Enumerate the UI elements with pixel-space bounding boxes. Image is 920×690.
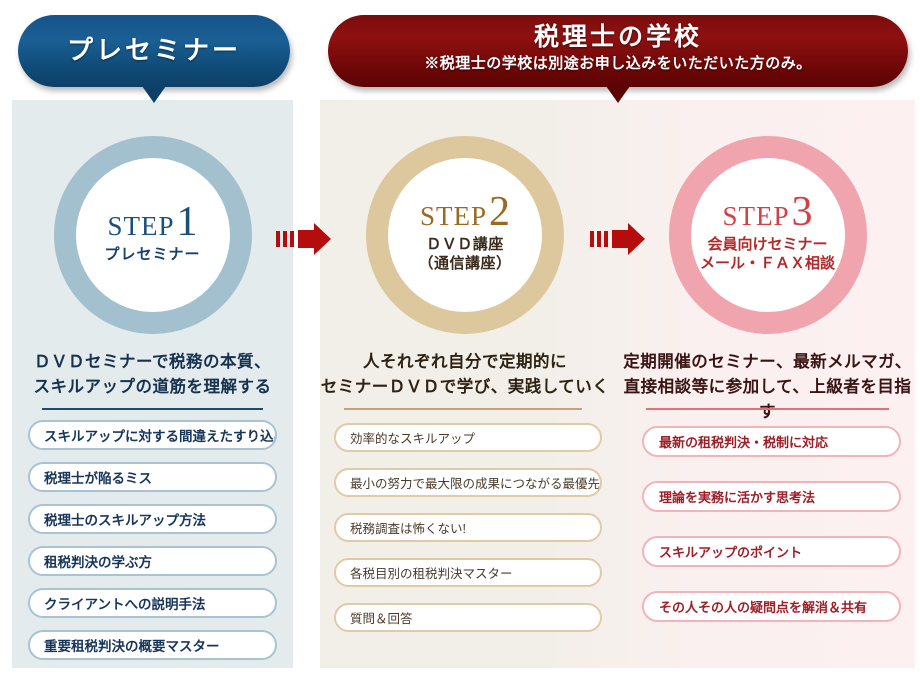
step2-lead-text: 人それぞれ自分で定期的に セミナーＤＶＤで学び、実践していく — [320, 350, 610, 400]
step2-lead-line: 人それぞれ自分で定期的に — [363, 352, 567, 371]
step3-lead-text: 定期開催のセミナー、最新メルマガ、 直接相談等に参加して、上級者を目指す — [620, 350, 915, 424]
banner-pre-seminar-title: プレセミナー — [66, 36, 241, 65]
step2-circle-subtitle-line: （通信講座） — [418, 256, 512, 272]
step2-circle-wrap: STEP 2 ＤＶＤ講座 （通信講座） — [366, 136, 564, 334]
step2-divider — [344, 408, 582, 410]
step1-heading: STEP 1 — [107, 198, 198, 245]
list-item[interactable]: 最新の租税判決・税制に対応 — [642, 426, 901, 457]
step3-circle: STEP 3 会員向けセミナー メール・ＦＡＸ相談 — [668, 136, 867, 334]
step2-item-list: 効率的なスキルアップ 最小の努力で最大限の成果につながる最優先事項 税務調査は怖… — [320, 423, 610, 648]
list-item[interactable]: 重要租税判決の概要マスター — [28, 630, 277, 660]
step3-circle-subtitle-line: 会員向けセミナー — [707, 237, 828, 254]
step3-circle-wrap: STEP 3 会員向けセミナー メール・ＦＡＸ相談 — [668, 136, 867, 334]
column-step3: STEP 3 会員向けセミナー メール・ＦＡＸ相談 定期開催のセミナー、最新メル… — [620, 100, 915, 668]
list-item[interactable]: 最小の努力で最大限の成果につながる最優先事項 — [334, 468, 602, 497]
step2-circle-subtitle-line: ＤＶＤ講座 — [426, 237, 504, 254]
column-step2: STEP 2 ＤＶＤ講座 （通信講座） 人それぞれ自分で定期的に セミナーＤＶＤ… — [320, 100, 610, 668]
list-item[interactable]: その人その人の疑問点を解消＆共有 — [642, 591, 901, 622]
step1-lead-text: ＤＶＤセミナーで税務の本質、 スキルアップの道筋を理解する — [12, 350, 293, 400]
step1-circle-wrap: STEP 1 プレセミナー — [53, 136, 252, 334]
list-item[interactable]: 税理士が陥るミス — [28, 462, 277, 492]
step3-divider — [646, 408, 889, 410]
list-item[interactable]: 理論を実務に活かす思考法 — [642, 481, 901, 512]
step1-lead-line: ＤＶＤセミナーで税務の本質、 — [33, 352, 271, 371]
banner-tax-school-title: 税理士の学校 — [533, 24, 702, 51]
step1-divider — [42, 408, 263, 410]
step2-lead-line: セミナーＤＶＤで学び、実践していく — [320, 376, 610, 396]
step3-item-list: 最新の租税判決・税制に対応 理論を実務に活かす思考法 スキルアップのポイント そ… — [620, 426, 915, 646]
step1-lead-line: スキルアップの道筋を理解する — [33, 376, 272, 396]
step3-circle-subtitle: 会員向けセミナー メール・ＦＡＸ相談 — [700, 236, 835, 274]
banner-tax-school-subtitle: ※税理士の学校は別途お申し込みをいただいた方のみ。 — [424, 56, 812, 72]
list-item[interactable]: 税務調査は怖くない! — [334, 513, 602, 542]
banner-pre-seminar: プレセミナー — [18, 15, 290, 87]
list-item[interactable]: スキルアップに対する間違えたすり込み — [28, 420, 277, 450]
banner-tax-school: 税理士の学校 ※税理士の学校は別途お申し込みをいただいた方のみ。 — [328, 15, 908, 87]
step3-circle-subtitle-line: メール・ＦＡＸ相談 — [699, 256, 835, 272]
step1-circle-subtitle: プレセミナー — [104, 246, 200, 265]
step2-circle-subtitle: ＤＶＤ講座 （通信講座） — [418, 236, 511, 274]
step2-step-word: STEP — [419, 201, 488, 232]
step3-lead-line: 直接相談等に参加して、上級者を目指す — [623, 376, 912, 421]
list-item[interactable]: 質問＆回答 — [334, 603, 602, 632]
step3-lead-line: 定期開催のセミナー、最新メルマガ、 — [623, 352, 912, 371]
step2-step-number: 2 — [489, 189, 511, 236]
column-step1: STEP 1 プレセミナー ＤＶＤセミナーで税務の本質、 スキルアップの道筋を理… — [12, 100, 293, 668]
step1-step-word: STEP — [107, 210, 175, 241]
right-arrow-icon — [590, 222, 646, 256]
list-item[interactable]: 税理士のスキルアップ方法 — [28, 504, 277, 534]
banner-pre-seminar-pointer — [142, 86, 166, 103]
banner-tax-school-pointer — [606, 86, 630, 103]
step3-step-word: STEP — [722, 201, 790, 232]
step1-circle: STEP 1 プレセミナー — [53, 136, 252, 334]
right-arrow-icon — [276, 222, 332, 256]
list-item[interactable]: 効率的なスキルアップ — [334, 423, 602, 452]
step1-item-list: スキルアップに対する間違えたすり込み 税理士が陥るミス 税理士のスキルアップ方法… — [12, 420, 293, 672]
list-item[interactable]: 租税判決の学ぶ方 — [28, 546, 277, 576]
list-item[interactable]: スキルアップのポイント — [642, 536, 901, 567]
list-item[interactable]: クライアントへの説明手法 — [28, 588, 277, 618]
list-item[interactable]: 各税目別の租税判決マスター — [334, 558, 602, 587]
step3-heading: STEP 3 — [722, 189, 813, 236]
step1-step-number: 1 — [176, 198, 198, 245]
step2-circle: STEP 2 ＤＶＤ講座 （通信講座） — [366, 136, 564, 334]
step3-step-number: 3 — [791, 189, 813, 236]
step2-heading: STEP 2 — [419, 189, 511, 236]
step1-circle-subtitle-line: プレセミナー — [104, 246, 201, 263]
